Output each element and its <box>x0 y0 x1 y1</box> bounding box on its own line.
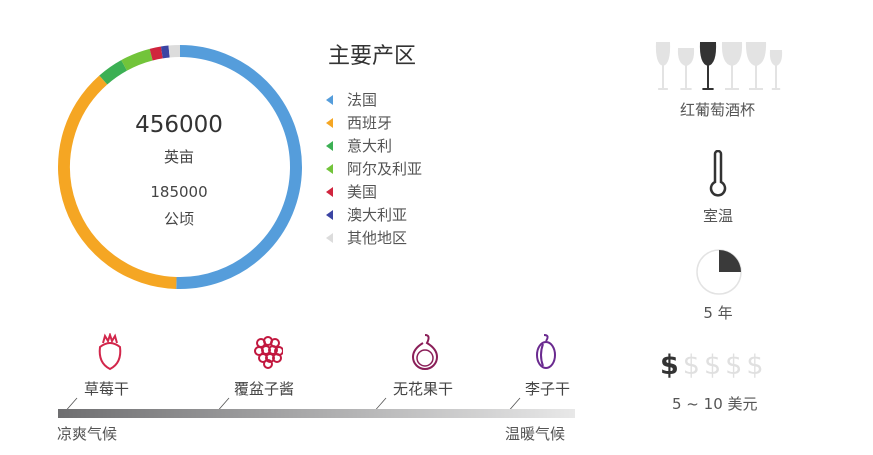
legend-marker-icon <box>326 140 333 151</box>
aging-label: 5 年 <box>703 304 733 322</box>
dollar-icon: $ <box>660 350 683 381</box>
legend-label: 意大利 <box>347 137 393 155</box>
wine-glass-icon <box>721 42 743 90</box>
wine-glass-icon <box>677 48 695 90</box>
legend-marker-icon <box>326 232 333 243</box>
legend-item: 其他地区 <box>326 227 407 248</box>
region-donut-chart <box>58 45 302 289</box>
plum-icon <box>536 334 556 369</box>
price-rating: $$$$$ <box>660 350 768 381</box>
flavor-label: 覆盆子酱 <box>234 380 295 398</box>
donut-slice-3 <box>121 48 153 71</box>
legend-item: 法国 <box>326 89 377 110</box>
dollar-icon: $ <box>682 350 704 381</box>
donut-slice-5 <box>160 45 170 59</box>
wine-glass-icons <box>655 42 783 90</box>
wine-glass-icon <box>745 42 767 90</box>
dollar-icon: $ <box>703 350 726 381</box>
raspberry-icon <box>254 336 283 369</box>
donut-slice-6 <box>168 45 181 58</box>
hectares-value: 185000 <box>150 183 208 201</box>
legend-label: 澳大利亚 <box>347 206 408 224</box>
flavor-label: 李子干 <box>525 380 571 398</box>
aging-clock-icon <box>696 249 742 295</box>
legend-marker-icon <box>326 117 333 128</box>
dollar-icon: $ <box>725 350 747 381</box>
legend-item: 阿尔及利亚 <box>326 158 422 179</box>
legend-label: 阿尔及利亚 <box>347 160 423 178</box>
legend-item: 美国 <box>326 181 377 202</box>
donut-slice-0 <box>176 45 302 289</box>
donut-slice-2 <box>99 60 128 85</box>
strawberry-icon <box>98 333 122 371</box>
dollar-icon: $ <box>746 350 768 381</box>
flavor-label: 草莓干 <box>84 380 130 398</box>
flavor-label: 无花果干 <box>393 380 454 398</box>
legend-label: 其他地区 <box>347 229 408 247</box>
legend-item: 澳大利亚 <box>326 204 407 225</box>
acres-unit: 英亩 <box>163 148 194 166</box>
legend-label: 法国 <box>347 91 378 109</box>
warm-climate-label: 温暖气候 <box>505 425 566 443</box>
legend-item: 西班牙 <box>326 112 392 133</box>
climate-scale-bar <box>58 409 575 418</box>
fig-icon <box>411 334 439 370</box>
wine-glass-icon <box>769 50 783 90</box>
cool-climate-label: 凉爽气候 <box>57 425 118 443</box>
price-label: 5 ~ 10 美元 <box>672 395 758 413</box>
hectares-unit: 公顷 <box>163 210 194 228</box>
thermometer-icon <box>709 150 727 197</box>
legend-label: 西班牙 <box>347 114 393 132</box>
glass-label: 红葡萄酒杯 <box>679 101 755 119</box>
temperature-label: 室温 <box>702 207 733 225</box>
acres-value: 456000 <box>135 112 223 138</box>
wine-glass-icon <box>655 42 671 90</box>
donut-slice-1 <box>58 75 177 289</box>
legend-marker-icon <box>326 163 333 174</box>
legend-title: 主要产区 <box>328 44 417 69</box>
wine-glass-icon <box>699 42 717 90</box>
donut-slice-4 <box>149 46 163 61</box>
legend-item: 意大利 <box>326 135 392 156</box>
legend-marker-icon <box>326 186 333 197</box>
legend-marker-icon <box>326 94 333 105</box>
legend-marker-icon <box>326 209 333 220</box>
legend-label: 美国 <box>347 183 378 201</box>
